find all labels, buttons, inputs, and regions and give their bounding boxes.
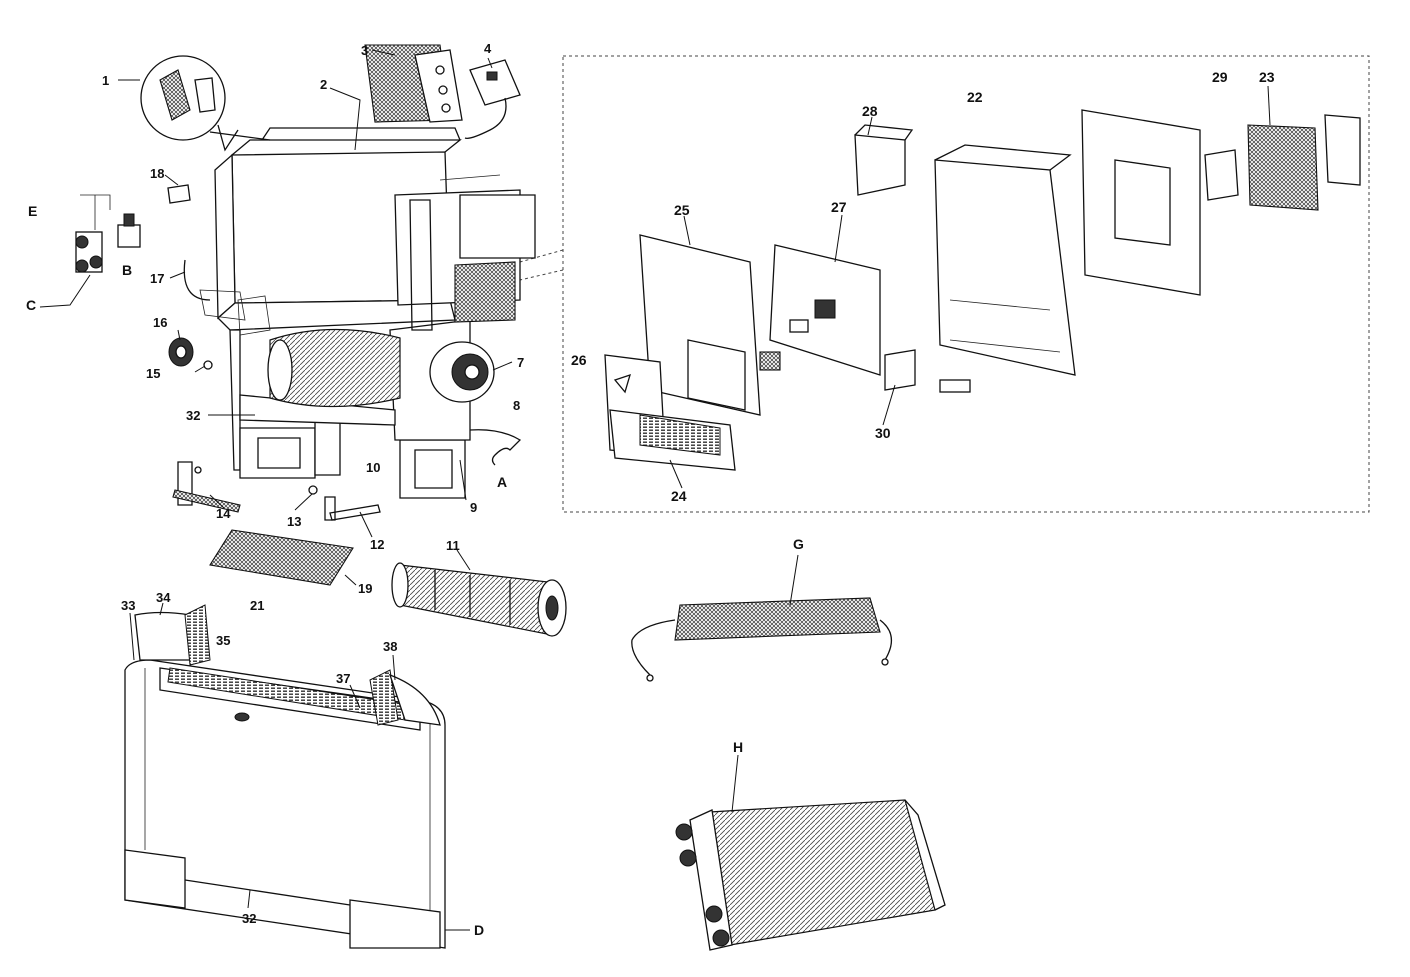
callout-18: 18 bbox=[150, 166, 165, 181]
callout-H: H bbox=[733, 739, 744, 755]
item-H-coil bbox=[675, 799, 946, 951]
cabinet bbox=[124, 604, 446, 949]
callout-G: G bbox=[793, 536, 804, 552]
callout-14: 14 bbox=[216, 506, 231, 521]
callout-21: 21 bbox=[250, 598, 265, 613]
callout-7: 7 bbox=[517, 355, 525, 370]
callout-33: 33 bbox=[121, 598, 136, 613]
item-15-screw bbox=[203, 360, 213, 370]
callout-8: 8 bbox=[513, 398, 521, 413]
callout-C: C bbox=[26, 297, 37, 313]
callout-35: 35 bbox=[216, 633, 231, 648]
callout-9: 9 bbox=[470, 500, 478, 515]
item-11-fan-rotor bbox=[391, 562, 567, 637]
item-8-bracket bbox=[469, 429, 522, 466]
callout-16: 16 bbox=[153, 315, 168, 330]
callout-25: 25 bbox=[674, 202, 690, 218]
item-2-3-filter bbox=[364, 44, 463, 123]
item-18-clip bbox=[167, 184, 191, 204]
callout-1: 1 bbox=[102, 73, 110, 88]
leader-lines bbox=[39, 49, 1271, 931]
callout-10: 10 bbox=[366, 460, 381, 475]
detail-leader-dashes bbox=[519, 249, 564, 281]
control-box-parts bbox=[604, 109, 1361, 471]
callout-32-upper: 32 bbox=[186, 408, 201, 423]
callout-15: 15 bbox=[146, 366, 161, 381]
callout-12: 12 bbox=[370, 537, 385, 552]
callout-4: 4 bbox=[484, 41, 492, 56]
callout-11: 11 bbox=[446, 538, 460, 553]
item-1-detail bbox=[140, 55, 271, 152]
callout-B: B bbox=[122, 262, 133, 278]
callout-34: 34 bbox=[156, 590, 171, 605]
main-chassis bbox=[183, 127, 536, 499]
callout-28: 28 bbox=[862, 103, 878, 119]
callout-32-lower: 32 bbox=[242, 911, 257, 926]
callout-27: 27 bbox=[831, 199, 847, 215]
valve-set-E bbox=[75, 194, 141, 273]
callout-17: 17 bbox=[150, 271, 165, 286]
item-4-thermostat bbox=[464, 59, 521, 139]
callout-24: 24 bbox=[671, 488, 687, 504]
items-12-14-supports bbox=[172, 461, 381, 521]
callout-E: E bbox=[28, 203, 38, 219]
callout-37: 37 bbox=[336, 671, 351, 686]
item-19-grille bbox=[209, 529, 354, 586]
callout-38: 38 bbox=[383, 639, 398, 654]
callout-22: 22 bbox=[967, 89, 983, 105]
callout-19: 19 bbox=[358, 581, 373, 596]
callout-23: 23 bbox=[1259, 69, 1275, 85]
callout-13: 13 bbox=[287, 514, 302, 529]
callout-A: A bbox=[497, 474, 508, 490]
callout-26: 26 bbox=[571, 352, 587, 368]
callout-2: 2 bbox=[320, 77, 328, 92]
callout-D: D bbox=[474, 922, 485, 938]
item-G-heater bbox=[631, 597, 892, 682]
callout-29: 29 bbox=[1212, 69, 1228, 85]
callout-3: 3 bbox=[361, 43, 369, 58]
callout-30: 30 bbox=[875, 425, 891, 441]
control-box-detail-frame bbox=[562, 55, 1370, 513]
